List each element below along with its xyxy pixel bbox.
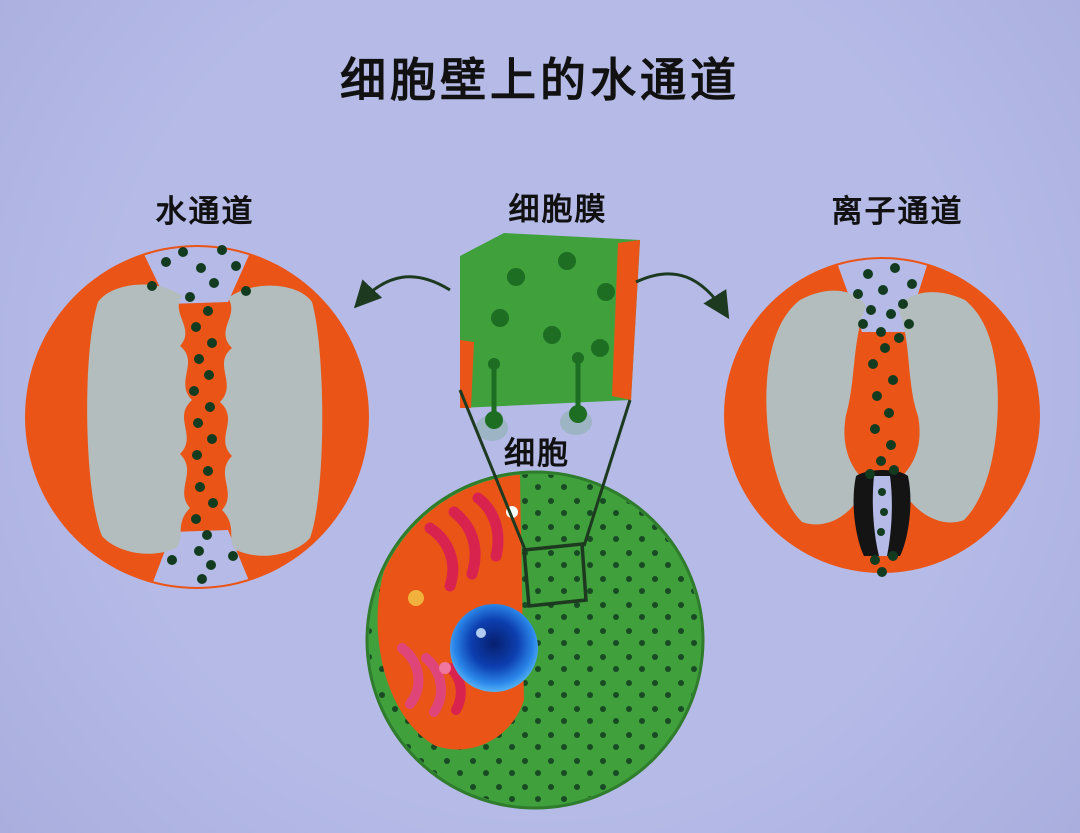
- arrow-to-ion-channel: [635, 272, 730, 320]
- membrane-edge-right: [612, 240, 640, 400]
- cell-vesicle-pink: [439, 662, 451, 674]
- zoom-callout: [458, 389, 632, 608]
- cell-inset: [365, 389, 705, 810]
- label-cell-membrane: 细胞膜: [508, 192, 608, 227]
- cell-membrane-piece: [460, 233, 640, 441]
- water-molecule-dots: [147, 245, 251, 584]
- cell-vesicle-yellow: [408, 590, 424, 606]
- ion-channel-gate-pore: [872, 476, 892, 556]
- ion-channel-protein-left: [766, 290, 866, 525]
- label-ion-channel: 离子通道: [831, 194, 964, 229]
- water-channel-protein-right: [220, 285, 323, 556]
- water-channel-inset: [25, 245, 369, 589]
- membrane-edge-left: [460, 340, 474, 408]
- zoom-region-box: [522, 542, 588, 608]
- membrane-channel-pins: [485, 352, 587, 429]
- nucleus-highlight: [476, 628, 486, 638]
- membrane-surface: [460, 233, 640, 408]
- diagram-title: 细胞壁上的水通道: [340, 54, 740, 106]
- cell-organelles: [397, 492, 504, 717]
- label-water-channel: 水通道: [155, 194, 255, 229]
- label-cell: 细胞: [504, 436, 570, 471]
- water-channel-protein-left: [87, 284, 192, 554]
- ion-dots: [853, 263, 917, 577]
- ion-channel-inset: [724, 257, 1040, 577]
- membrane-dots: [491, 252, 615, 357]
- zoom-line-left: [458, 389, 528, 553]
- ion-channel-protein-right: [898, 292, 998, 523]
- zoom-line-right: [582, 399, 632, 547]
- connector-arrows: [353, 272, 730, 320]
- arrow-to-water-channel: [353, 275, 451, 309]
- cell-nucleus: [450, 604, 538, 692]
